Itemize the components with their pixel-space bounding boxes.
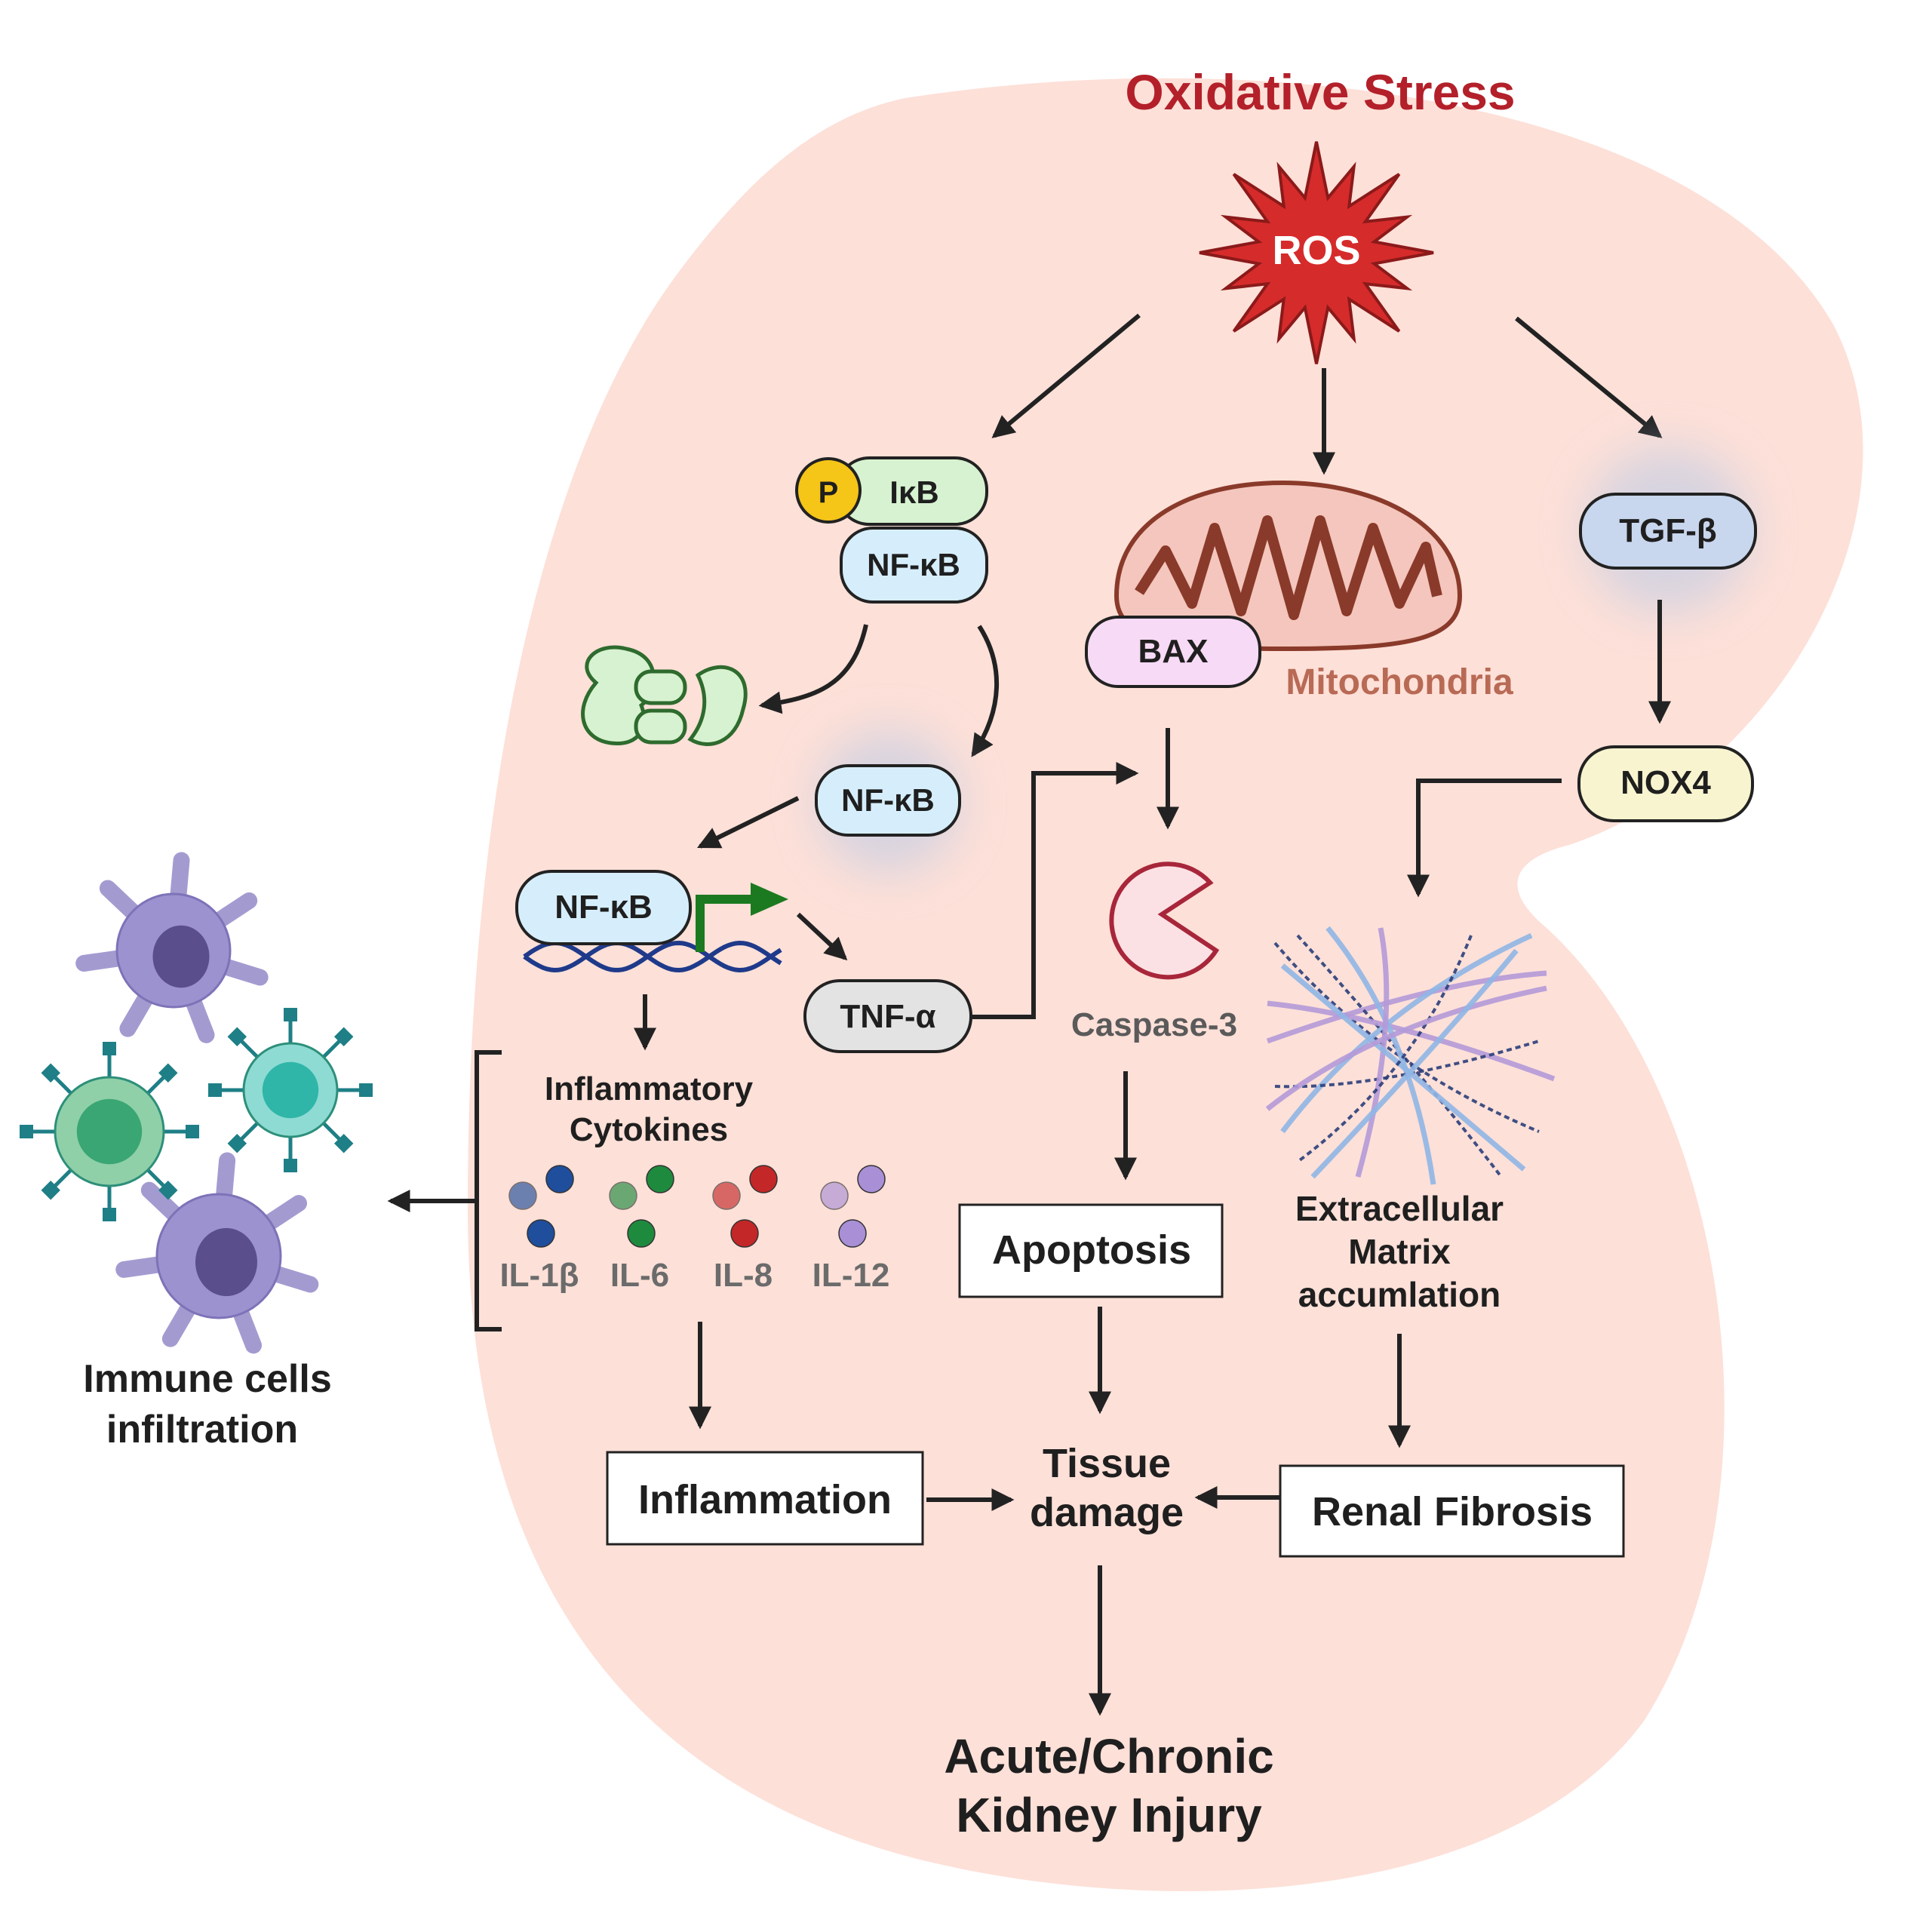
tnf-label: TNF-α — [840, 998, 935, 1035]
nfkb-dna-box — [515, 870, 692, 945]
ecm-label-line3: accumlation — [1298, 1275, 1501, 1314]
bax-box — [1085, 616, 1261, 688]
arrow-nox4-to-ecm — [1407, 779, 1562, 898]
tissue-damage-line2: damage — [1030, 1490, 1184, 1535]
nfkb-free-box — [815, 764, 961, 837]
cytokine-label-3: IL-8 — [714, 1257, 773, 1294]
arrow-ikb-degradation — [758, 624, 868, 714]
tgf-label: TGF-β — [1619, 512, 1717, 549]
renal-fibrosis-box — [1279, 1464, 1625, 1558]
cytokine-bracket — [475, 1050, 502, 1332]
ecm-fibers-icon — [1265, 926, 1556, 1185]
caspase-label: Caspase-3 — [1071, 1006, 1237, 1043]
nfkb-complex-label: NF-κB — [867, 547, 960, 582]
kidney-shape — [468, 78, 1863, 1891]
apoptosis-label: Apoptosis — [992, 1227, 1191, 1273]
ikb-label: IκB — [889, 475, 938, 510]
ros-starburst-icon — [1199, 141, 1434, 364]
ros-label: ROS — [1272, 228, 1360, 273]
arrow-nfkb-release — [971, 625, 999, 757]
dna-icon — [523, 940, 782, 973]
arrow-ros-to-tgf — [1515, 316, 1663, 438]
lymphocyte-cell-icon — [20, 1042, 199, 1221]
inflammation-label: Inflammation — [638, 1477, 892, 1522]
cytokine-molecule-3 — [712, 1165, 778, 1248]
macrophage-cell-icon — [115, 1152, 319, 1354]
promoter-arrow-icon — [696, 895, 754, 952]
phospho-label: P — [819, 476, 839, 509]
bax-label: BAX — [1138, 633, 1209, 670]
cytokine-molecule-4 — [820, 1165, 886, 1248]
cytokine-molecule-2 — [609, 1165, 674, 1248]
tissue-damage-line1: Tissue — [1043, 1441, 1171, 1486]
nox4-box — [1577, 745, 1754, 822]
cytokines-heading-line1: Inflammatory — [545, 1070, 754, 1107]
immune-label-line2: infiltration — [106, 1408, 298, 1451]
ecm-label-line1: Extracellular — [1295, 1189, 1504, 1228]
cytokines-heading-line2: Cytokines — [570, 1111, 728, 1148]
cytokine-label-1: IL-1β — [499, 1257, 579, 1294]
tgf-box — [1579, 493, 1757, 570]
renal-fibrosis-label: Renal Fibrosis — [1312, 1489, 1593, 1534]
apoptosis-box — [958, 1203, 1224, 1298]
phospho-icon — [795, 457, 862, 524]
lymphocyte-cell-icon — [208, 1008, 373, 1172]
caspase-icon — [1109, 862, 1220, 980]
cytokine-molecules — [508, 1165, 886, 1248]
nfkb-complex-box — [840, 527, 988, 604]
arrow-tnf-to-caspase — [971, 762, 1139, 1019]
cytokine-labels: IL-1β IL-6 IL-8 IL-12 — [499, 1257, 889, 1294]
outcome-line1: Acute/Chronic — [944, 1729, 1273, 1783]
mitochondria-label: Mitochondria — [1286, 662, 1513, 702]
immune-cells-icon — [20, 852, 373, 1354]
inflammation-box — [606, 1451, 924, 1546]
cytokine-label-2: IL-6 — [610, 1257, 669, 1294]
immune-label-line1: Immune cells — [83, 1357, 331, 1401]
cytokine-label-4: IL-12 — [812, 1257, 890, 1294]
diagram-title: Oxidative Stress — [1125, 64, 1515, 120]
promoter-arrowhead-icon — [751, 883, 788, 916]
macrophage-cell-icon — [75, 852, 269, 1043]
arrow-ros-to-ikb — [991, 313, 1141, 438]
nfkb-free-label: NF-κB — [841, 782, 935, 818]
arrow-to-tnf — [796, 912, 848, 961]
degraded-ikb-icon — [581, 645, 748, 746]
arrow-nfkb-to-nucleus — [696, 796, 800, 849]
nox4-label: NOX4 — [1620, 764, 1711, 801]
nfkb-dna-label: NF-κB — [554, 889, 653, 926]
outcome-line2: Kidney Injury — [956, 1788, 1262, 1842]
cytokine-molecule-1 — [508, 1165, 574, 1248]
ecm-label-line2: Matrix — [1348, 1232, 1451, 1271]
